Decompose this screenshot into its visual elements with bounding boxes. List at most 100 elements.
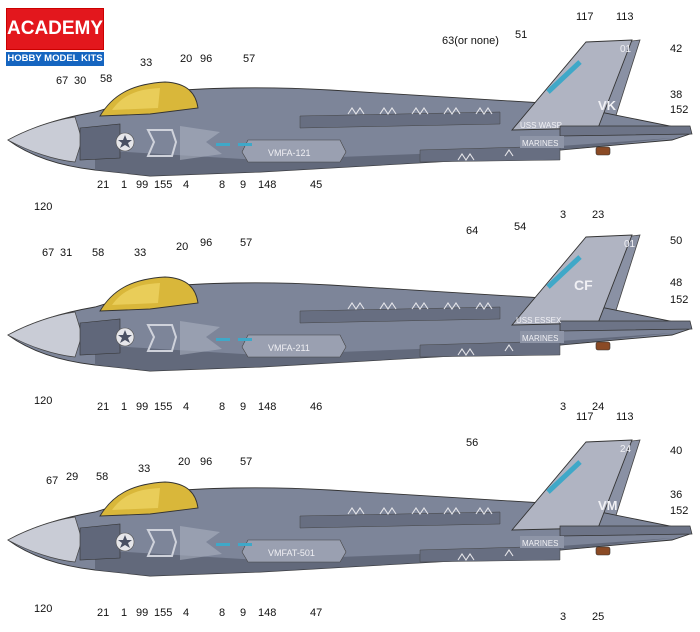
aircraft-3: VMFAT-501 MARINES VM 24 67 29 58 33 20 9… xyxy=(8,411,692,623)
service-marking: MARINES xyxy=(522,539,558,548)
callout: 33 xyxy=(134,247,146,259)
callout: 3 xyxy=(560,611,566,623)
unit-marking: VMFAT-501 xyxy=(268,548,315,558)
callout: 4 xyxy=(183,607,189,619)
service-marking: MARINES xyxy=(522,334,558,343)
callout: 20 xyxy=(178,456,190,468)
callouts-bottom: 120 21 1 99 155 4 8 9 148 45 3 23 xyxy=(34,179,604,221)
tail-code: CF xyxy=(574,277,593,293)
callout: 30 xyxy=(74,75,86,87)
callout: 8 xyxy=(219,179,225,191)
logo-brand: ACADEMY xyxy=(6,8,104,50)
callout: 48 xyxy=(670,277,682,289)
callout: 1 xyxy=(121,401,127,413)
callout: 3 xyxy=(560,401,566,413)
callout: 117 xyxy=(576,11,594,23)
callout: 50 xyxy=(670,235,682,247)
callout: 67 xyxy=(46,475,58,487)
callouts-top: 67 29 58 33 20 96 57 56 117 113 40 36 15… xyxy=(46,411,688,517)
callout: 58 xyxy=(92,247,104,259)
callout: 21 xyxy=(97,179,109,191)
callout: 1 xyxy=(121,607,127,619)
callout: 117 xyxy=(576,411,594,423)
academy-logo: ACADEMY HOBBY MODEL KITS xyxy=(6,8,104,66)
callout: 67 xyxy=(42,247,54,259)
callouts-bottom: 120 21 1 99 155 4 8 9 148 46 3 24 xyxy=(34,395,604,413)
callouts-top: 67 30 58 33 20 96 57 63(or none) 51 117 … xyxy=(56,11,688,116)
callout: 99 xyxy=(136,607,148,619)
aircraft-1: VMFA-121 USS WASP MARINES VK 01 67 30 58… xyxy=(8,11,692,221)
callout: 120 xyxy=(34,603,52,615)
callout: 113 xyxy=(616,411,634,423)
callout: 58 xyxy=(100,73,112,85)
callout: 63(or none) xyxy=(442,35,499,47)
callout: 25 xyxy=(592,611,604,623)
callout: 47 xyxy=(310,607,322,619)
callout: 33 xyxy=(138,463,150,475)
callout: 8 xyxy=(219,401,225,413)
callout: 152 xyxy=(670,505,688,517)
callouts-top: 67 31 58 33 20 96 57 64 54 50 48 152 xyxy=(42,221,688,306)
callout: 54 xyxy=(514,221,526,233)
callout: 33 xyxy=(140,57,152,69)
callout: 4 xyxy=(183,179,189,191)
aircraft-2: VMFA-211 USS ESSEX MARINES CF 01 67 31 5… xyxy=(8,221,692,413)
callout: 23 xyxy=(592,209,604,221)
callout: 113 xyxy=(616,11,634,23)
callout: 45 xyxy=(310,179,322,191)
callout: 3 xyxy=(560,209,566,221)
callout: 152 xyxy=(670,294,688,306)
callout: 57 xyxy=(243,53,255,65)
callout: 20 xyxy=(176,241,188,253)
callout: 38 xyxy=(670,89,682,101)
tail-code: VK xyxy=(598,98,617,113)
callout: 42 xyxy=(670,43,682,55)
callout: 21 xyxy=(97,401,109,413)
callout: 99 xyxy=(136,401,148,413)
callout: 36 xyxy=(670,489,682,501)
callout: 8 xyxy=(219,607,225,619)
callout: 155 xyxy=(154,607,172,619)
ship-marking: USS ESSEX xyxy=(516,316,562,325)
callout: 67 xyxy=(56,75,68,87)
callout: 57 xyxy=(240,456,252,468)
callout: 4 xyxy=(183,401,189,413)
callout: 120 xyxy=(34,201,52,213)
unit-marking: VMFA-211 xyxy=(268,343,310,353)
modex-number: 01 xyxy=(620,44,632,55)
modex-number: 24 xyxy=(620,444,632,455)
callout: 148 xyxy=(258,607,276,619)
callout: 51 xyxy=(515,29,527,41)
callout: 155 xyxy=(154,179,172,191)
callout: 9 xyxy=(240,179,246,191)
ship-marking: USS WASP xyxy=(520,121,562,130)
callout: 96 xyxy=(200,237,212,249)
callout: 99 xyxy=(136,179,148,191)
modex-number: 01 xyxy=(624,239,636,250)
callout: 152 xyxy=(670,104,688,116)
callout: 24 xyxy=(592,401,604,413)
callout: 21 xyxy=(97,607,109,619)
callout: 20 xyxy=(180,53,192,65)
callout: 57 xyxy=(240,237,252,249)
logo-tagline: HOBBY MODEL KITS xyxy=(6,52,104,66)
callout: 31 xyxy=(60,247,72,259)
callout: 148 xyxy=(258,179,276,191)
service-marking: MARINES xyxy=(522,139,558,148)
callout: 29 xyxy=(66,471,78,483)
callout: 40 xyxy=(670,445,682,457)
callout: 58 xyxy=(96,471,108,483)
callout: 9 xyxy=(240,401,246,413)
callout: 46 xyxy=(310,401,322,413)
callouts-bottom: 120 21 1 99 155 4 8 9 148 47 3 25 xyxy=(34,603,604,623)
unit-marking: VMFA-121 xyxy=(268,148,311,158)
callout: 9 xyxy=(240,607,246,619)
callout: 96 xyxy=(200,456,212,468)
tail-code: VM xyxy=(598,498,618,513)
callout: 155 xyxy=(154,401,172,413)
callout: 96 xyxy=(200,53,212,65)
callout: 64 xyxy=(466,225,478,237)
callout: 120 xyxy=(34,395,52,407)
callout: 56 xyxy=(466,437,478,449)
